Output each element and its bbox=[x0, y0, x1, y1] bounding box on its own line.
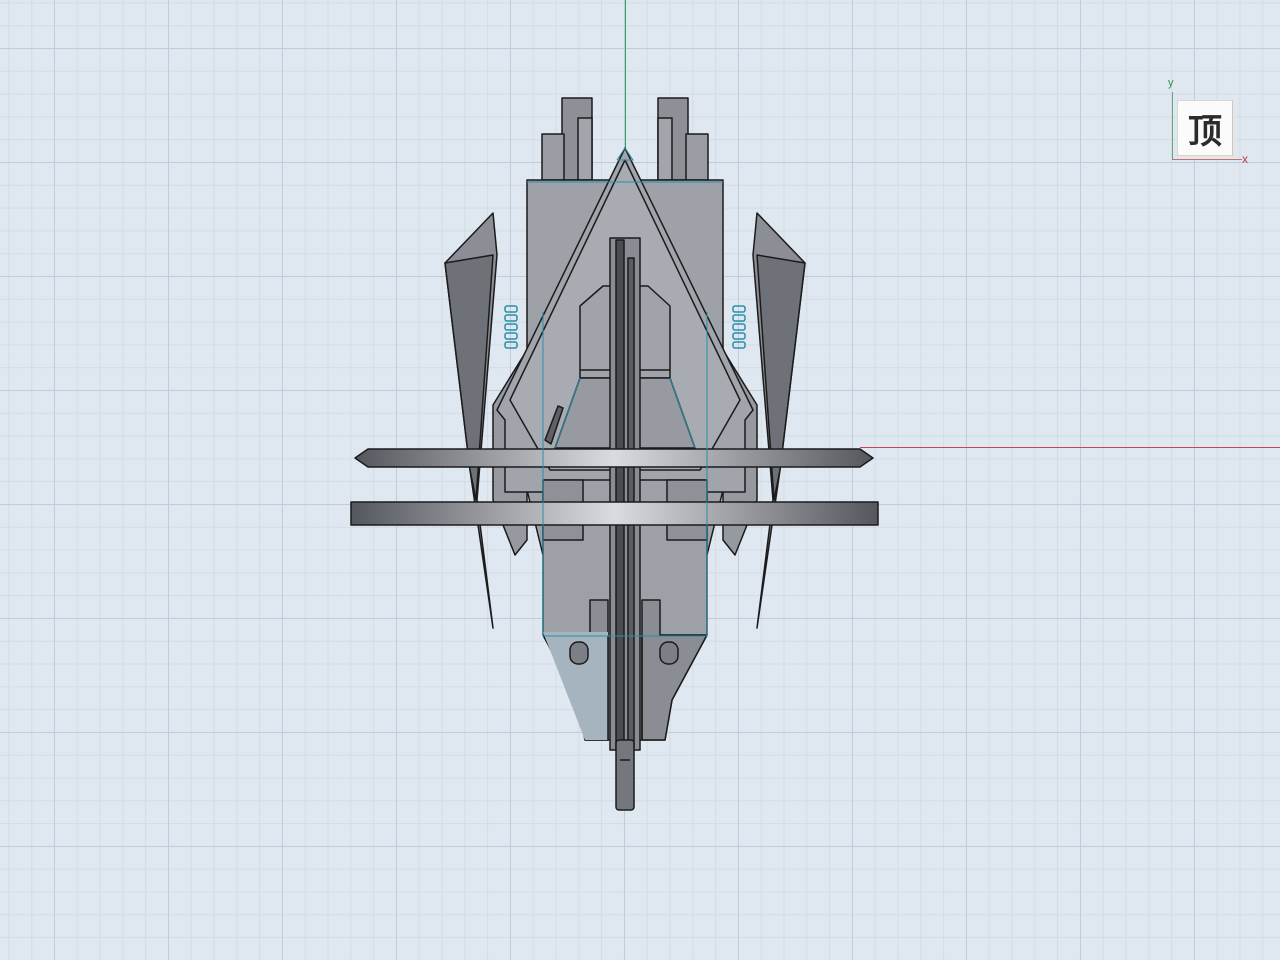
y-axis-line bbox=[625, 0, 626, 160]
view-cube-x-label: x bbox=[1242, 152, 1248, 166]
lower-crossbar bbox=[350, 501, 879, 526]
right-vent-slots bbox=[732, 305, 746, 349]
view-cube-top-face[interactable]: 顶 bbox=[1177, 100, 1233, 156]
edge-highlights bbox=[527, 147, 723, 637]
view-cube[interactable]: y x 顶 bbox=[1160, 76, 1260, 172]
antenna bbox=[544, 405, 564, 445]
right-side-fin bbox=[752, 212, 806, 629]
left-side-fin bbox=[444, 212, 498, 629]
x-axis-line bbox=[860, 447, 1280, 448]
left-engine-nozzles bbox=[541, 97, 593, 181]
right-engine-nozzles bbox=[657, 97, 709, 181]
upper-crossbar bbox=[354, 448, 874, 468]
view-cube-y-label: y bbox=[1168, 77, 1174, 89]
view-cube-y-axis bbox=[1172, 92, 1173, 160]
view-cube-x-axis bbox=[1172, 159, 1242, 160]
left-vent-slots bbox=[504, 305, 518, 349]
